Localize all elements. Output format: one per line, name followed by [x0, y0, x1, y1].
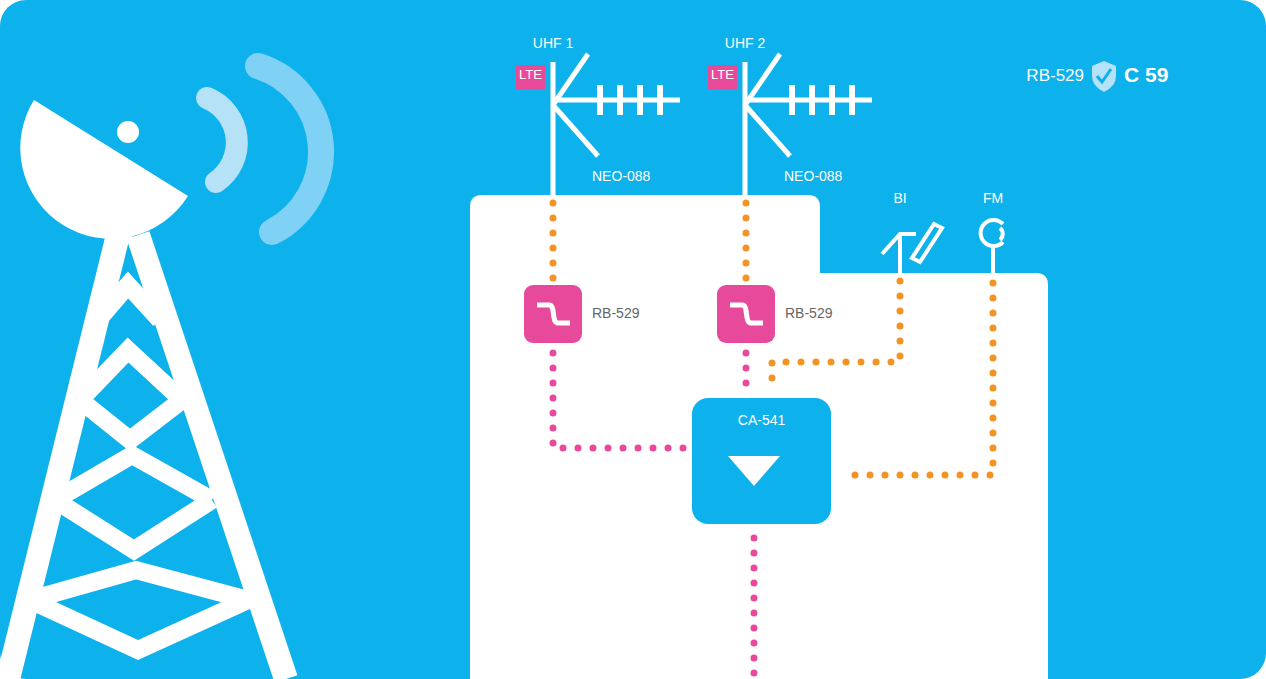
antenna: LTE UHF 1 NEO-088: [500, 30, 685, 195]
node-label: NEO-088: [784, 168, 842, 184]
node-label: RB-529: [592, 305, 639, 321]
lte-badge: LTE: [708, 65, 737, 89]
node-label: NEO-088: [592, 168, 650, 184]
filter-box: RB-529: [524, 285, 644, 343]
rating-label: C 59: [1124, 63, 1168, 87]
antenna: LTE UHF 2 NEO-088: [692, 30, 877, 195]
tower: [8, 235, 286, 679]
fm-antenna: FM: [970, 188, 1020, 275]
node-label: UHF 2: [692, 35, 798, 51]
part-name: RB-529: [1026, 66, 1084, 86]
node-label: UHF 1: [500, 35, 606, 51]
lte-badge: LTE: [516, 65, 545, 89]
dish-feed: [117, 121, 139, 143]
signal-wire: [743, 203, 750, 279]
signal-wire: [772, 281, 900, 390]
dish-feed: [111, 115, 145, 149]
signal-arc: [258, 66, 321, 232]
amplifier-box: CA-541: [692, 398, 831, 524]
node-label: FM: [973, 190, 1013, 206]
shield-icon: [1092, 61, 1116, 92]
filter-box: RB-529: [717, 285, 837, 343]
installation-panel: [470, 195, 1048, 679]
badge-text: LTE: [519, 68, 542, 83]
signal-wire: [553, 353, 684, 448]
node-label: RB-529: [785, 305, 832, 321]
node-label: CA-541: [692, 412, 831, 428]
node-label: BI: [884, 190, 916, 206]
bi-antenna: BI: [872, 188, 952, 273]
node-icon: [872, 188, 952, 273]
check-mark: [1097, 69, 1111, 82]
signal-arc: [207, 98, 237, 182]
badge-text: LTE: [711, 68, 734, 83]
output-wire: [751, 538, 758, 679]
signal-wire: [743, 353, 750, 392]
satellite-dish: [20, 100, 188, 239]
signal-wire: [550, 203, 557, 279]
signal-wire: [841, 283, 993, 475]
